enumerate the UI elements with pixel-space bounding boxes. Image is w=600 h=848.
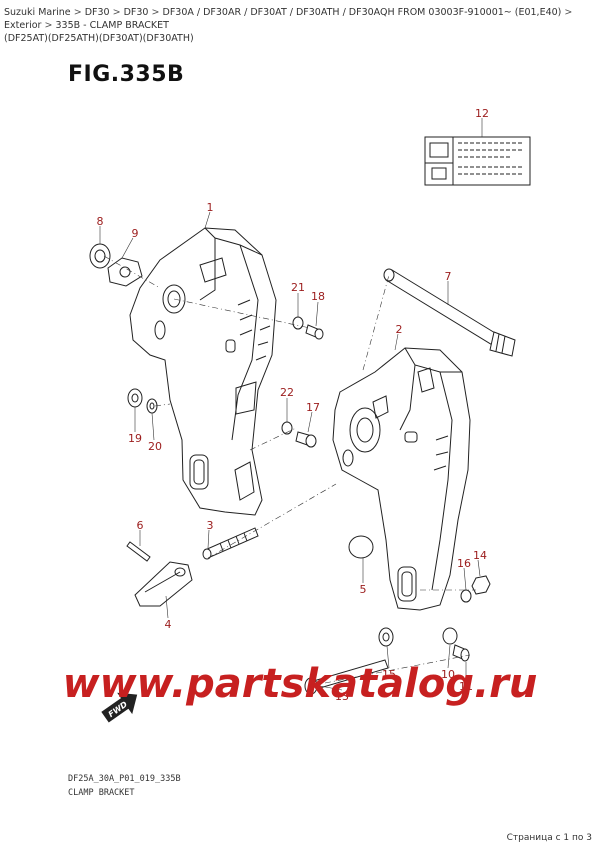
part-11-bolt[interactable] bbox=[452, 644, 470, 662]
part-18-bolt[interactable] bbox=[305, 324, 324, 340]
callout-13[interactable]: 13 bbox=[335, 690, 349, 703]
part-21-washer[interactable] bbox=[292, 316, 304, 330]
callout-7[interactable]: 7 bbox=[445, 270, 452, 283]
callout-3[interactable]: 3 bbox=[207, 519, 214, 532]
callout-4[interactable]: 4 bbox=[165, 618, 172, 631]
callout-leaders bbox=[99, 118, 483, 691]
part-4-thrust-rod-holder[interactable] bbox=[134, 561, 193, 607]
breadcrumb-current: 335B - CLAMP BRACKET bbox=[55, 20, 169, 31]
breadcrumb-separator: > bbox=[73, 7, 82, 18]
part-12-label-plate[interactable] bbox=[424, 136, 531, 186]
breadcrumb-separator: > bbox=[151, 7, 160, 18]
part-13-bolt[interactable] bbox=[304, 659, 389, 695]
callout-9[interactable]: 9 bbox=[132, 227, 139, 240]
callout-2[interactable]: 2 bbox=[396, 323, 403, 336]
breadcrumb-item-0[interactable]: Suzuki Marine bbox=[4, 7, 71, 18]
callout-17[interactable]: 17 bbox=[306, 401, 320, 414]
part-6-pin[interactable] bbox=[126, 541, 151, 562]
callout-5[interactable]: 5 bbox=[360, 583, 367, 596]
breadcrumb-item-4[interactable]: Exterior bbox=[4, 20, 42, 31]
callout-6[interactable]: 6 bbox=[137, 519, 144, 532]
figure-name: CLAMP BRACKET bbox=[68, 788, 135, 798]
callout-labels: 1 2 3 4 5 6 7 8 9 10 11 12 13 14 15 16 1… bbox=[97, 107, 490, 703]
part-1-clamp-bracket-port[interactable] bbox=[129, 227, 277, 516]
part-17-bolt[interactable] bbox=[295, 431, 317, 448]
callout-1[interactable]: 1 bbox=[207, 201, 214, 214]
breadcrumb-separator: > bbox=[564, 7, 573, 18]
callout-21[interactable]: 21 bbox=[291, 281, 305, 294]
callout-16[interactable]: 16 bbox=[457, 557, 471, 570]
part-19-bush[interactable] bbox=[127, 388, 143, 408]
part-7-tilt-tube[interactable] bbox=[383, 268, 516, 357]
callout-18[interactable]: 18 bbox=[311, 290, 325, 303]
part-15-washer[interactable] bbox=[378, 627, 394, 647]
figure-code: DF25A_30A_P01_019_335B bbox=[68, 774, 181, 784]
part-8-nut[interactable] bbox=[89, 243, 111, 269]
part-9-washer[interactable] bbox=[107, 257, 143, 287]
breadcrumb-separator: > bbox=[112, 7, 121, 18]
callout-8[interactable]: 8 bbox=[97, 215, 104, 228]
part-2-clamp-bracket-starboard[interactable] bbox=[332, 347, 471, 611]
part-16-washer[interactable] bbox=[460, 589, 472, 603]
breadcrumb: Suzuki Marine > DF30 > DF30 > DF30A / DF… bbox=[4, 6, 596, 45]
callout-12[interactable]: 12 bbox=[475, 107, 489, 120]
callout-15[interactable]: 15 bbox=[382, 668, 396, 681]
breadcrumb-separator: > bbox=[44, 20, 53, 31]
callout-11[interactable]: 11 bbox=[459, 680, 473, 693]
figure-title: FIG.335B bbox=[68, 62, 185, 87]
callout-22[interactable]: 22 bbox=[280, 386, 294, 399]
pager: Страница с 1 по 3 bbox=[506, 833, 592, 843]
watermark-text: www.partskatalog.ru bbox=[63, 661, 538, 707]
part-3-thrust-rod[interactable] bbox=[202, 527, 259, 560]
callout-20[interactable]: 20 bbox=[148, 440, 162, 453]
breadcrumb-item-1[interactable]: DF30 bbox=[84, 7, 110, 18]
part-10-bush[interactable] bbox=[442, 627, 458, 645]
part-14-nut[interactable] bbox=[471, 575, 491, 595]
breadcrumb-item-2[interactable]: DF30 bbox=[123, 7, 149, 18]
breadcrumb-item-3[interactable]: DF30A / DF30AR / DF30AT / DF30ATH / DF30… bbox=[162, 7, 562, 18]
breadcrumb-subline: (DF25AT)(DF25ATH)(DF30AT)(DF30ATH) bbox=[4, 33, 194, 44]
callout-14[interactable]: 14 bbox=[473, 549, 487, 562]
callout-10[interactable]: 10 bbox=[441, 668, 455, 681]
part-5-plate[interactable] bbox=[348, 535, 374, 559]
assembly-centerlines bbox=[103, 255, 476, 684]
callout-19[interactable]: 19 bbox=[128, 432, 142, 445]
